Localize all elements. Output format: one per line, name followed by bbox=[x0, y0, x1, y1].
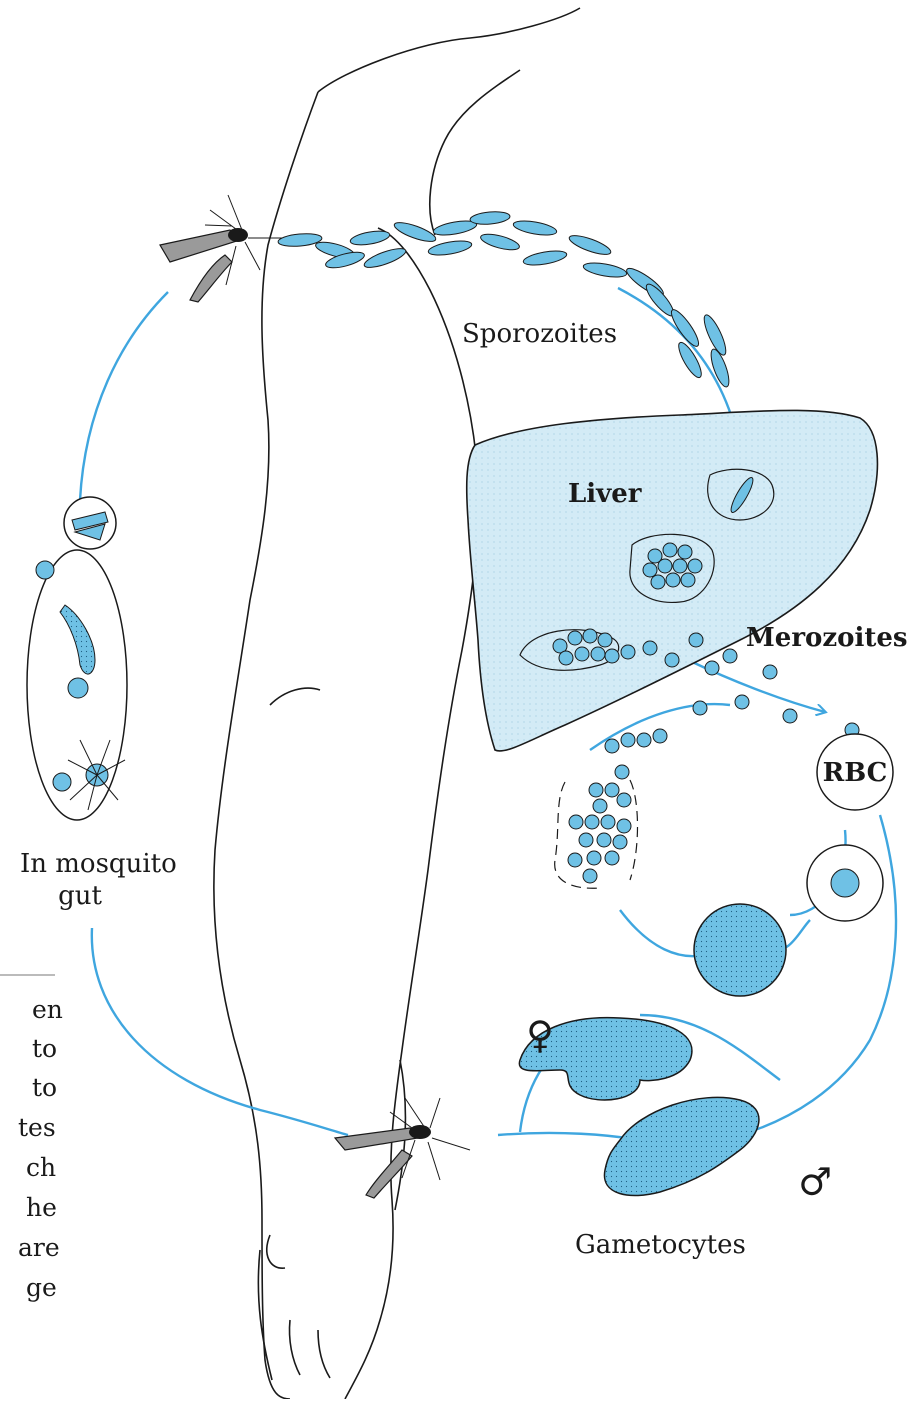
label-gametocytes: Gametocytes bbox=[575, 1230, 746, 1260]
caption-fragments: en to to tes ch he are ge bbox=[18, 995, 63, 1302]
caption-fragment: ge bbox=[26, 1273, 57, 1302]
label-mosquito-gut-line2: gut bbox=[58, 881, 102, 911]
caption-fragment: to bbox=[32, 1073, 57, 1102]
label-mosquito-gut-line1: In mosquito bbox=[20, 849, 177, 879]
male-symbol: ♂ bbox=[798, 1160, 832, 1204]
mosquito-icon bbox=[335, 1098, 470, 1198]
label-sporozoites: Sporozoites bbox=[462, 319, 617, 349]
caption-fragment: are bbox=[18, 1233, 60, 1262]
trophozoite-cell bbox=[694, 904, 786, 996]
caption-fragment: he bbox=[26, 1193, 57, 1222]
caption-fragment: tes bbox=[18, 1113, 56, 1142]
mosquito-icon bbox=[160, 195, 290, 302]
caption-fragment: to bbox=[32, 1034, 57, 1063]
mosquito-gut-stages bbox=[27, 497, 127, 820]
female-symbol: ♀ bbox=[526, 1013, 554, 1057]
label-merozoites: Merozoites bbox=[746, 623, 908, 653]
label-liver: Liver bbox=[568, 479, 642, 509]
caption-fragment: en bbox=[32, 995, 63, 1024]
caption-fragment: ch bbox=[26, 1153, 56, 1182]
sporozoite-stream bbox=[278, 210, 733, 389]
ring-stage-nucleus bbox=[831, 869, 859, 897]
label-rbc: RBC bbox=[823, 758, 888, 788]
gametocyte-cells bbox=[519, 1018, 759, 1196]
